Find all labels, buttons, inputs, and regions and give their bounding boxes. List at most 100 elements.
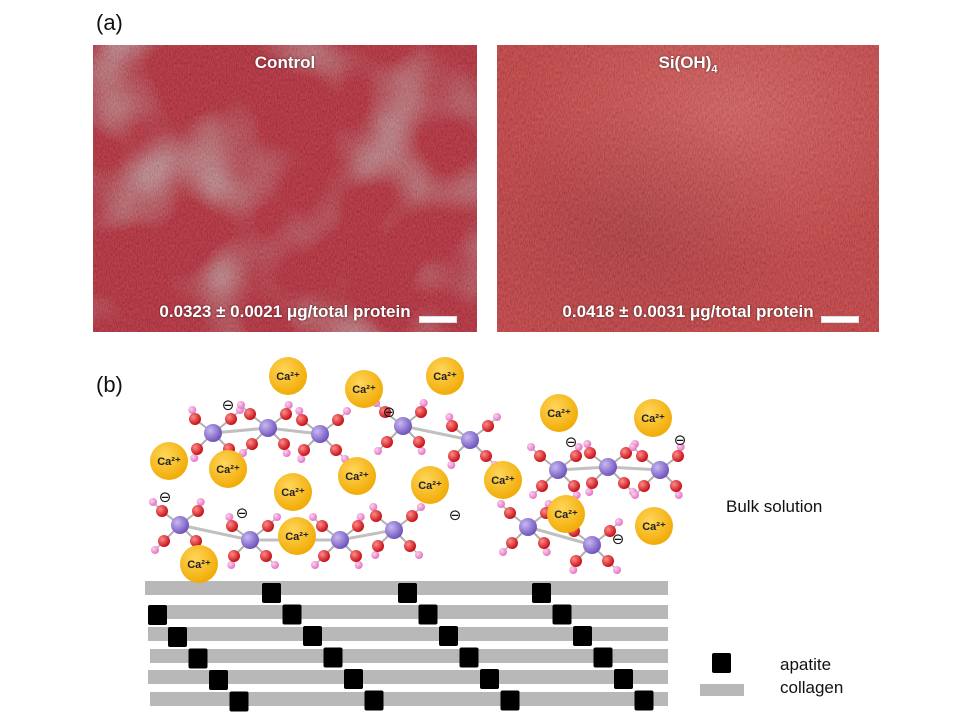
apatite-crystal — [573, 626, 592, 646]
siloxane-bond — [339, 528, 395, 542]
hydrogen-atom — [284, 401, 293, 409]
apatite-crystal — [344, 669, 363, 689]
control-value-text: 0.0323 ± 0.0021 μg/total protein — [159, 302, 411, 321]
hydrogen-atom — [343, 407, 351, 415]
hydrogen-atom — [499, 548, 507, 556]
calcium-ion: Ca²⁺ — [338, 457, 376, 495]
calcium-ion-label: Ca²⁺ — [345, 471, 369, 483]
calcium-ion: Ca²⁺ — [411, 466, 449, 504]
hydrogen-atom — [417, 447, 426, 455]
collagen-fibril — [148, 627, 668, 641]
oxygen-atom — [246, 438, 258, 450]
bulk-solution-label: Bulk solution — [726, 497, 823, 516]
hydrogen-atom — [676, 443, 685, 451]
oxygen-atom — [536, 480, 548, 492]
hydrogen-atom — [572, 491, 581, 499]
calcium-ion: Ca²⁺ — [426, 357, 464, 395]
calcium-ion-label: Ca²⁺ — [642, 521, 666, 533]
silicon-atom — [519, 518, 537, 536]
silicic-acid-collagen-schematic: Ca²⁺ Ca²⁺ Ca²⁺ Ca²⁺ Ca²⁺ Ca²⁺ Ca²⁺ Ca²⁺ Ca²⁺ Ca²⁺… — [145, 357, 687, 712]
hydrogen-atom — [227, 561, 236, 569]
calcium-ions: Ca²⁺ Ca²⁺ Ca²⁺ Ca²⁺ Ca²⁺ Ca²⁺ Ca²⁺ Ca²⁺ Ca²⁺ Ca²⁺… — [150, 357, 673, 583]
oxygen-atom — [190, 535, 202, 547]
oxygen-atom — [482, 420, 494, 432]
oxygen-atom — [158, 535, 170, 547]
oxygen-atom — [189, 413, 201, 425]
calcium-ion: Ca²⁺ — [540, 394, 578, 432]
hydrogen-atom — [151, 546, 159, 554]
calcium-ion-disc — [484, 461, 522, 499]
oxygen-atom — [244, 408, 256, 420]
hydrogen-atom — [225, 513, 234, 521]
calcium-ion-label: Ca²⁺ — [641, 413, 665, 425]
oxygen-atom — [228, 550, 240, 562]
siloxane-bond — [212, 426, 269, 435]
silicon-atom — [385, 521, 403, 539]
oxygen-atom — [670, 480, 682, 492]
oxygen-atom — [568, 480, 580, 492]
silicon-atom — [171, 516, 189, 534]
oxygen-atom — [602, 555, 614, 567]
negative-charges: ⊖⊖⊖⊖⊖⊖⊖⊖ — [159, 396, 687, 548]
calcium-ion-disc — [150, 442, 188, 480]
oxygen-atom — [672, 450, 684, 462]
oxygen-atom — [370, 510, 382, 522]
calcium-ion-label: Ca²⁺ — [352, 384, 376, 396]
calcium-ion-disc — [547, 495, 585, 533]
calcium-ion: Ca²⁺ — [150, 442, 188, 480]
oxygen-atom — [506, 537, 518, 549]
control-micrograph: Control 0.0323 ± 0.0021 μg/total protein — [93, 45, 477, 332]
oxygen-atom — [316, 520, 328, 532]
apatite-crystal — [262, 583, 281, 603]
hydrogen-atom — [529, 491, 537, 499]
oxygen-atom — [318, 550, 330, 562]
collagen-fibril — [148, 670, 668, 684]
hydrogen-atom — [369, 503, 378, 511]
oxygen-atom — [604, 525, 616, 537]
silicate-chain — [149, 399, 685, 574]
oxygen-atom — [538, 537, 550, 549]
calcium-ion-label: Ca²⁺ — [187, 559, 211, 571]
hydrogen-atom — [149, 498, 157, 506]
oxygen-atom — [352, 520, 364, 532]
apatite-crystal — [282, 604, 302, 625]
hydrogen-atom — [569, 566, 578, 574]
calcium-ion-label: Ca²⁺ — [216, 464, 240, 476]
apatite-crystal — [532, 583, 551, 603]
hydrogen-atom — [295, 407, 304, 415]
scale-bar — [821, 316, 859, 323]
hydrogen-atom — [583, 440, 592, 448]
calcium-ion: Ca²⁺ — [269, 357, 307, 395]
apatite-legend-icon — [712, 653, 731, 673]
negative-charge-symbol: ⊖ — [222, 396, 235, 414]
hydrogen-atom — [615, 518, 623, 526]
calcium-ion: Ca²⁺ — [635, 507, 673, 545]
oxygen-atom — [620, 447, 632, 459]
control-image-title: Control — [254, 53, 316, 72]
calcium-ion-disc — [209, 450, 247, 488]
oxygen-atom — [226, 520, 238, 532]
silicon-atom — [394, 417, 412, 435]
calcium-ion: Ca²⁺ — [180, 545, 218, 583]
calcium-ion: Ca²⁺ — [209, 450, 247, 488]
hydrogen-atom — [297, 455, 306, 463]
silicon-atom — [241, 531, 259, 549]
apatite-crystal — [552, 604, 572, 625]
hydrogen-atom — [374, 447, 382, 455]
hydrogen-atom — [282, 449, 291, 457]
calcium-ion-label: Ca²⁺ — [157, 456, 181, 468]
negative-charge-symbol: ⊖ — [565, 433, 578, 451]
hydrogen-atom — [271, 561, 279, 569]
calcium-ion-label: Ca²⁺ — [554, 509, 578, 521]
panel-a-label: (a) — [96, 10, 123, 35]
oxygen-atom — [413, 436, 425, 448]
oxygen-atom — [504, 507, 516, 519]
oxygen-atom — [584, 447, 596, 459]
calcium-ion: Ca²⁺ — [634, 399, 672, 437]
panel-b-label: (b) — [96, 372, 123, 397]
oxygen-atom — [280, 408, 292, 420]
oxygen-atom — [192, 505, 204, 517]
oxygen-atom — [156, 505, 168, 517]
apatite-crystal — [614, 669, 633, 689]
hydrogen-atom — [574, 443, 583, 451]
